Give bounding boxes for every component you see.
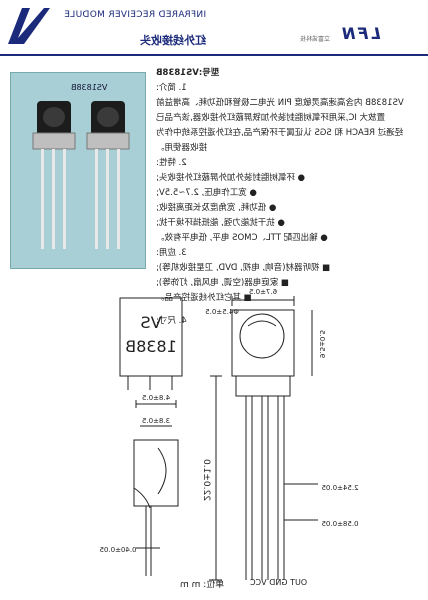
units-label: 单位: m m <box>180 580 225 590</box>
photo-label: VS1838B <box>71 83 108 92</box>
feature-item: ● 环氧树脂封装外加外屏蔽红外接收头; <box>156 173 305 183</box>
receiver-photo-illustration <box>11 73 145 268</box>
dim-pin-label: 0.58±0.05 <box>321 520 358 528</box>
dim-height-label: 9.5±0.5 <box>318 330 326 358</box>
chinese-title: 红外线接收头 <box>140 34 206 47</box>
pin-labels: OUT GND VCC <box>250 578 308 587</box>
model-heading: 型号:VS1838B <box>156 68 220 78</box>
dim-side-body-label: 3.8±0.5 <box>142 417 170 425</box>
company-logo-icon <box>8 8 50 44</box>
application-item: ■ 视听器材(音响, 电视, DVD, 卫星接收机等); <box>156 263 331 273</box>
front-label-model: 1838B <box>125 337 177 356</box>
dim-lens-label: Φ4.5±0.5 <box>205 308 239 316</box>
dim-lead-label: 22.0±1.0 <box>201 459 211 501</box>
dim-pitch-label: 2.54±0.05 <box>321 484 358 492</box>
dim-width-label: 6.7±0.5 <box>249 288 277 296</box>
intro-line: 接收器使用。 <box>156 143 208 153</box>
brand-subtitle: 立富诺科技 <box>300 36 331 43</box>
feature-item: ● 宽工作电压, 2.7~5.5V; <box>156 188 257 198</box>
front-view-body <box>119 297 183 377</box>
feature-item: ● 抗干扰能力强, 能抵挡环境干扰; <box>156 218 285 228</box>
features-heading: 2. 特性: <box>156 158 187 168</box>
dim-side-top-label: 4.8±0.5 <box>142 394 170 402</box>
side-view-body <box>133 439 179 507</box>
document-header: INFRARED RECEIVER MODULE 红外线接收头 立富诺科技 LF… <box>0 0 428 56</box>
intro-heading: 1. 简介: <box>156 83 187 93</box>
intro-line: 经通过 REACH 和 SGS 认证属于环保产品,在红外遥控系统中作为 <box>156 128 404 138</box>
english-title: INFRARED RECEIVER MODULE <box>64 10 207 20</box>
brand-name: LFN <box>340 24 381 43</box>
front-label-vs: VS <box>140 313 161 332</box>
feature-item: ● 低功耗, 宽角度及长距离接收; <box>156 203 277 213</box>
feature-item: ● 输出匹配 TTL、CMOS 电平, 低电平有效。 <box>156 233 328 243</box>
intro-line: VS1838B 内含高速高灵敏度 PIN 光电二极管和低功耗、高增益前 <box>156 98 404 108</box>
dim-side-pin-label: 0.40±0.05 <box>99 546 136 554</box>
product-photo: VS1838B <box>10 72 146 269</box>
applications-heading: 3. 应用: <box>156 248 187 258</box>
intro-line: 置放大 IC,采用环氧树脂封装外加铁屏蔽红外接收器,该产品已 <box>156 113 386 123</box>
dimension-drawing: VS 1838B 6.7±0.5 Φ4.5±0.5 9.5±0.5 22.0±1… <box>99 288 359 581</box>
